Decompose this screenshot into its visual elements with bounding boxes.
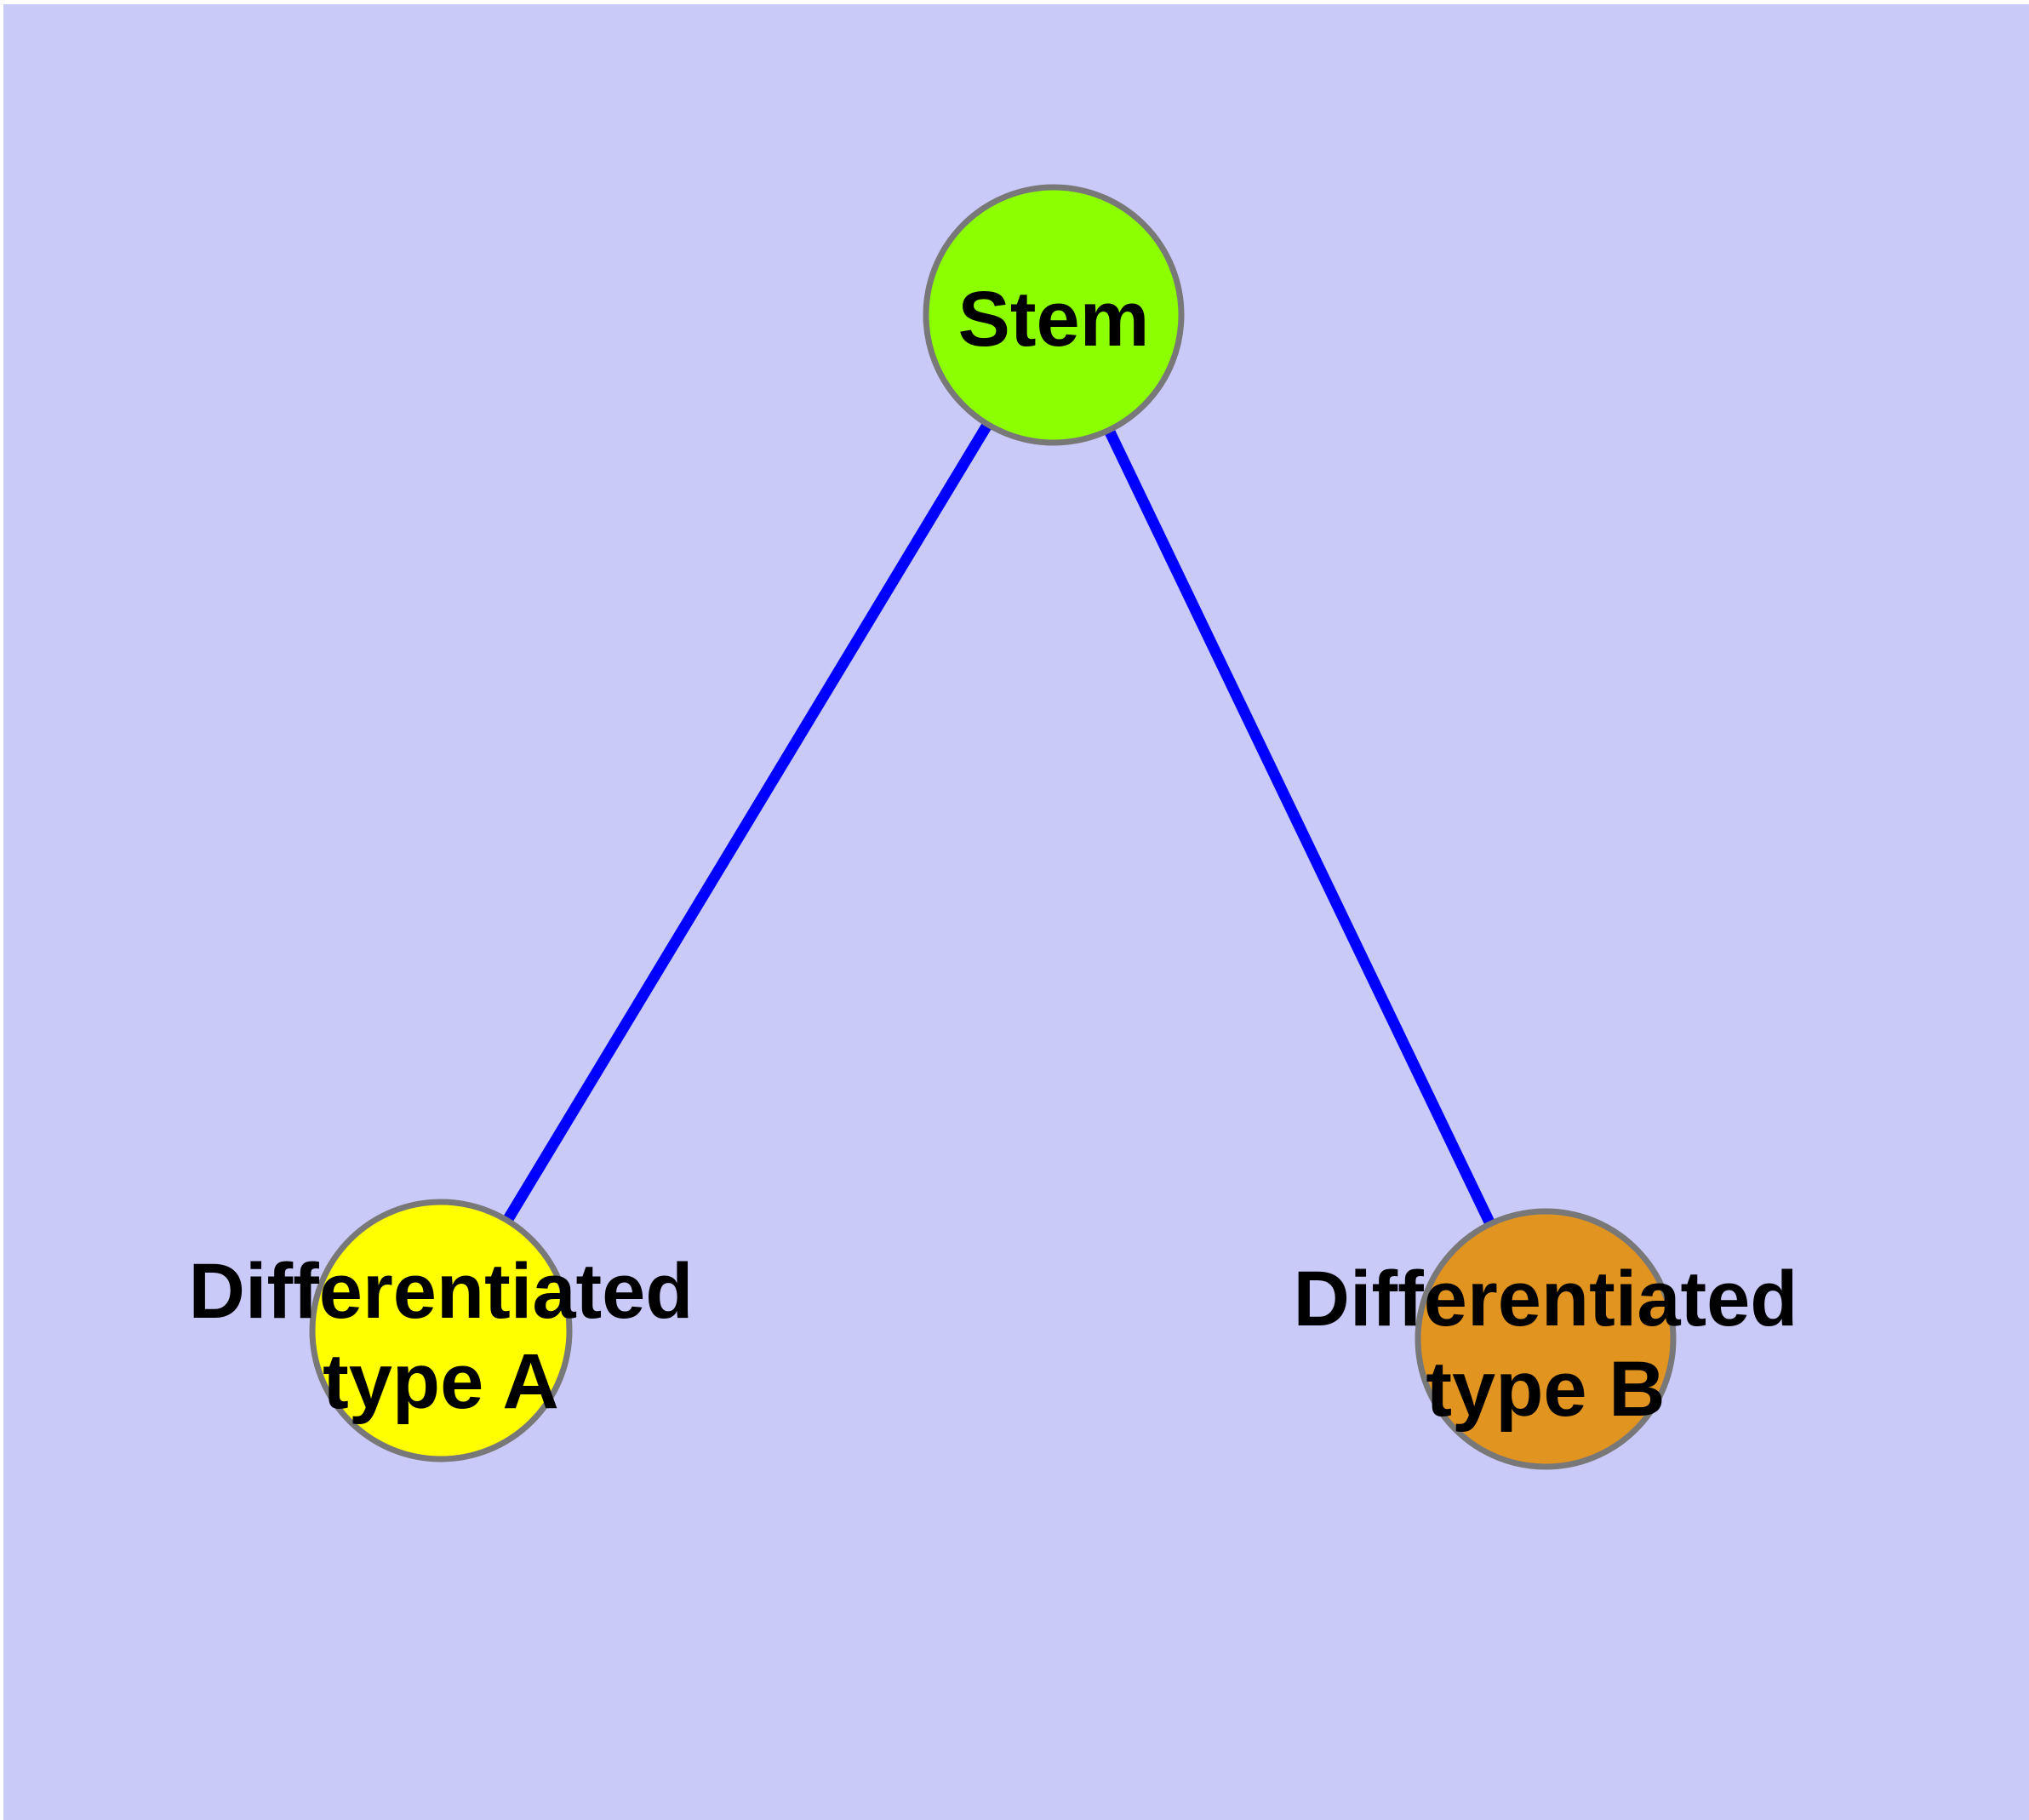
edge-stem-to-type-a	[436, 312, 1059, 1334]
node-type-b-label-line1: Differentiated	[1294, 1256, 1798, 1342]
node-differentiated-type-a[interactable]	[309, 1199, 573, 1462]
node-differentiated-type-b[interactable]	[1415, 1208, 1677, 1470]
edge-stem-to-type-b	[1049, 312, 1551, 1342]
node-stem[interactable]	[923, 184, 1185, 446]
node-stem-label: Stem	[958, 276, 1150, 363]
node-type-b-label-line2: type B	[1426, 1346, 1665, 1433]
node-type-a-label-line2: type A	[323, 1338, 559, 1425]
node-type-a-label-line1: Differentiated	[189, 1248, 694, 1335]
